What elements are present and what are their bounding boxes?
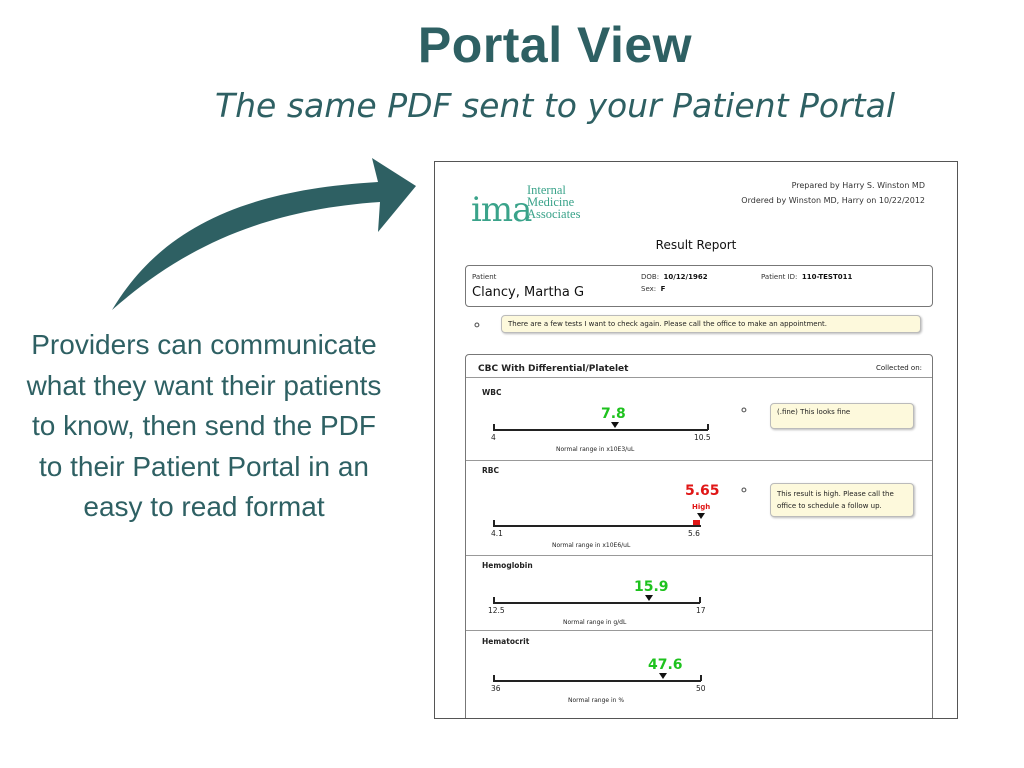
patient-label: Patient [472, 273, 497, 281]
range-tick [493, 597, 495, 603]
pdf-preview: ima Internal Medicine Associates Prepare… [434, 161, 958, 719]
range-label-hemoglobin: Normal range in g/dL [563, 619, 627, 626]
curved-arrow-icon [112, 158, 416, 310]
range-tick [700, 675, 702, 681]
row-divider [466, 460, 932, 461]
range-tick [493, 520, 495, 526]
stethoscope-icon: ⚬ [471, 318, 483, 334]
logo-line-3: Associates [527, 207, 581, 221]
test-note-rbc: This result is high. Please call the off… [770, 483, 914, 517]
value-marker [645, 595, 653, 601]
dob-label: DOB: [641, 273, 660, 281]
test-name-hemoglobin: Hemoglobin [482, 561, 533, 570]
range-line [493, 429, 708, 431]
range-line [493, 525, 701, 527]
dob-value: 10/12/1962 [663, 273, 708, 281]
range-high-rbc: 5.6 [688, 529, 700, 538]
range-label-hematocrit: Normal range in % [568, 697, 625, 704]
range-high-wbc: 10.5 [694, 433, 711, 442]
value-marker [659, 673, 667, 679]
row-divider [466, 555, 932, 556]
logo-text: Internal Medicine Associates [527, 183, 581, 221]
patient-id-field: Patient ID: 110-TEST011 [761, 273, 852, 281]
test-note-rbc-line-2: office to schedule a follow up. [777, 502, 882, 510]
test-note-rbc-line-1: This result is high. Please call the [777, 490, 894, 498]
test-name-hematocrit: Hematocrit [482, 637, 530, 646]
range-line [493, 602, 700, 604]
test-note-wbc: (.fine) This looks fine [770, 403, 914, 429]
high-range-indicator [693, 520, 700, 526]
high-flag-rbc: High [692, 503, 711, 511]
range-tick [707, 424, 709, 430]
slide-title: Portal View [417, 17, 693, 73]
panel-title: CBC With Differential/Platelet [478, 364, 629, 374]
test-value-rbc: 5.65 [685, 483, 720, 499]
test-name-wbc: WBC [482, 388, 502, 397]
logo-mark: ima [471, 190, 532, 230]
test-value-hemoglobin: 15.9 [634, 579, 669, 595]
test-value-hematocrit: 47.6 [648, 657, 683, 673]
range-line [493, 680, 701, 682]
patient-id-label: Patient ID: [761, 273, 798, 281]
body-text: Providers can communicate what they want… [26, 329, 382, 522]
general-note: There are a few tests I want to check ag… [501, 315, 921, 333]
range-high-hematocrit: 50 [696, 684, 706, 693]
range-tick [493, 675, 495, 681]
logo-line-1: Internal [527, 183, 566, 197]
sex-field: Sex: F [641, 285, 665, 293]
value-marker [611, 422, 619, 428]
panel-header: CBC With Differential/Platelet Collected… [466, 355, 932, 378]
range-tick [493, 424, 495, 430]
test-name-rbc: RBC [482, 466, 499, 475]
dob-field: DOB: 10/12/1962 [641, 273, 708, 281]
report-title: Result Report [655, 238, 737, 252]
stethoscope-icon: ⚬ [738, 483, 750, 499]
range-low-wbc: 4 [491, 433, 496, 442]
prepared-by: Prepared by Harry S. Winston MD [791, 181, 925, 190]
ordered-by: Ordered by Winston MD, Harry on 10/22/20… [741, 196, 925, 205]
slide-subtitle: The same PDF sent to your Patient Portal [214, 86, 895, 125]
range-label-wbc: Normal range in x10E3/uL [556, 446, 635, 453]
collected-label: Collected on: [875, 364, 922, 372]
range-low-hemoglobin: 12.5 [488, 606, 505, 615]
sex-label: Sex: [641, 285, 657, 293]
cbc-panel: CBC With Differential/Platelet Collected… [465, 354, 933, 718]
patient-box: Patient Clancy, Martha G DOB: 10/12/1962… [465, 265, 933, 307]
stethoscope-icon: ⚬ [738, 403, 750, 419]
range-label-rbc: Normal range in x10E6/uL [552, 542, 631, 549]
sex-value: F [660, 285, 666, 293]
patient-id-value: 110-TEST011 [801, 273, 853, 281]
value-marker [697, 513, 705, 519]
logo-line-2: Medicine [527, 195, 575, 209]
patient-name: Clancy, Martha G [472, 285, 585, 300]
range-low-rbc: 4.1 [491, 529, 503, 538]
range-low-hematocrit: 36 [491, 684, 501, 693]
prepared-info: Prepared by Harry S. Winston MD Ordered … [741, 178, 925, 208]
range-tick [699, 597, 701, 603]
row-divider [466, 630, 932, 631]
test-value-wbc: 7.8 [601, 406, 626, 422]
range-high-hemoglobin: 17 [696, 606, 706, 615]
